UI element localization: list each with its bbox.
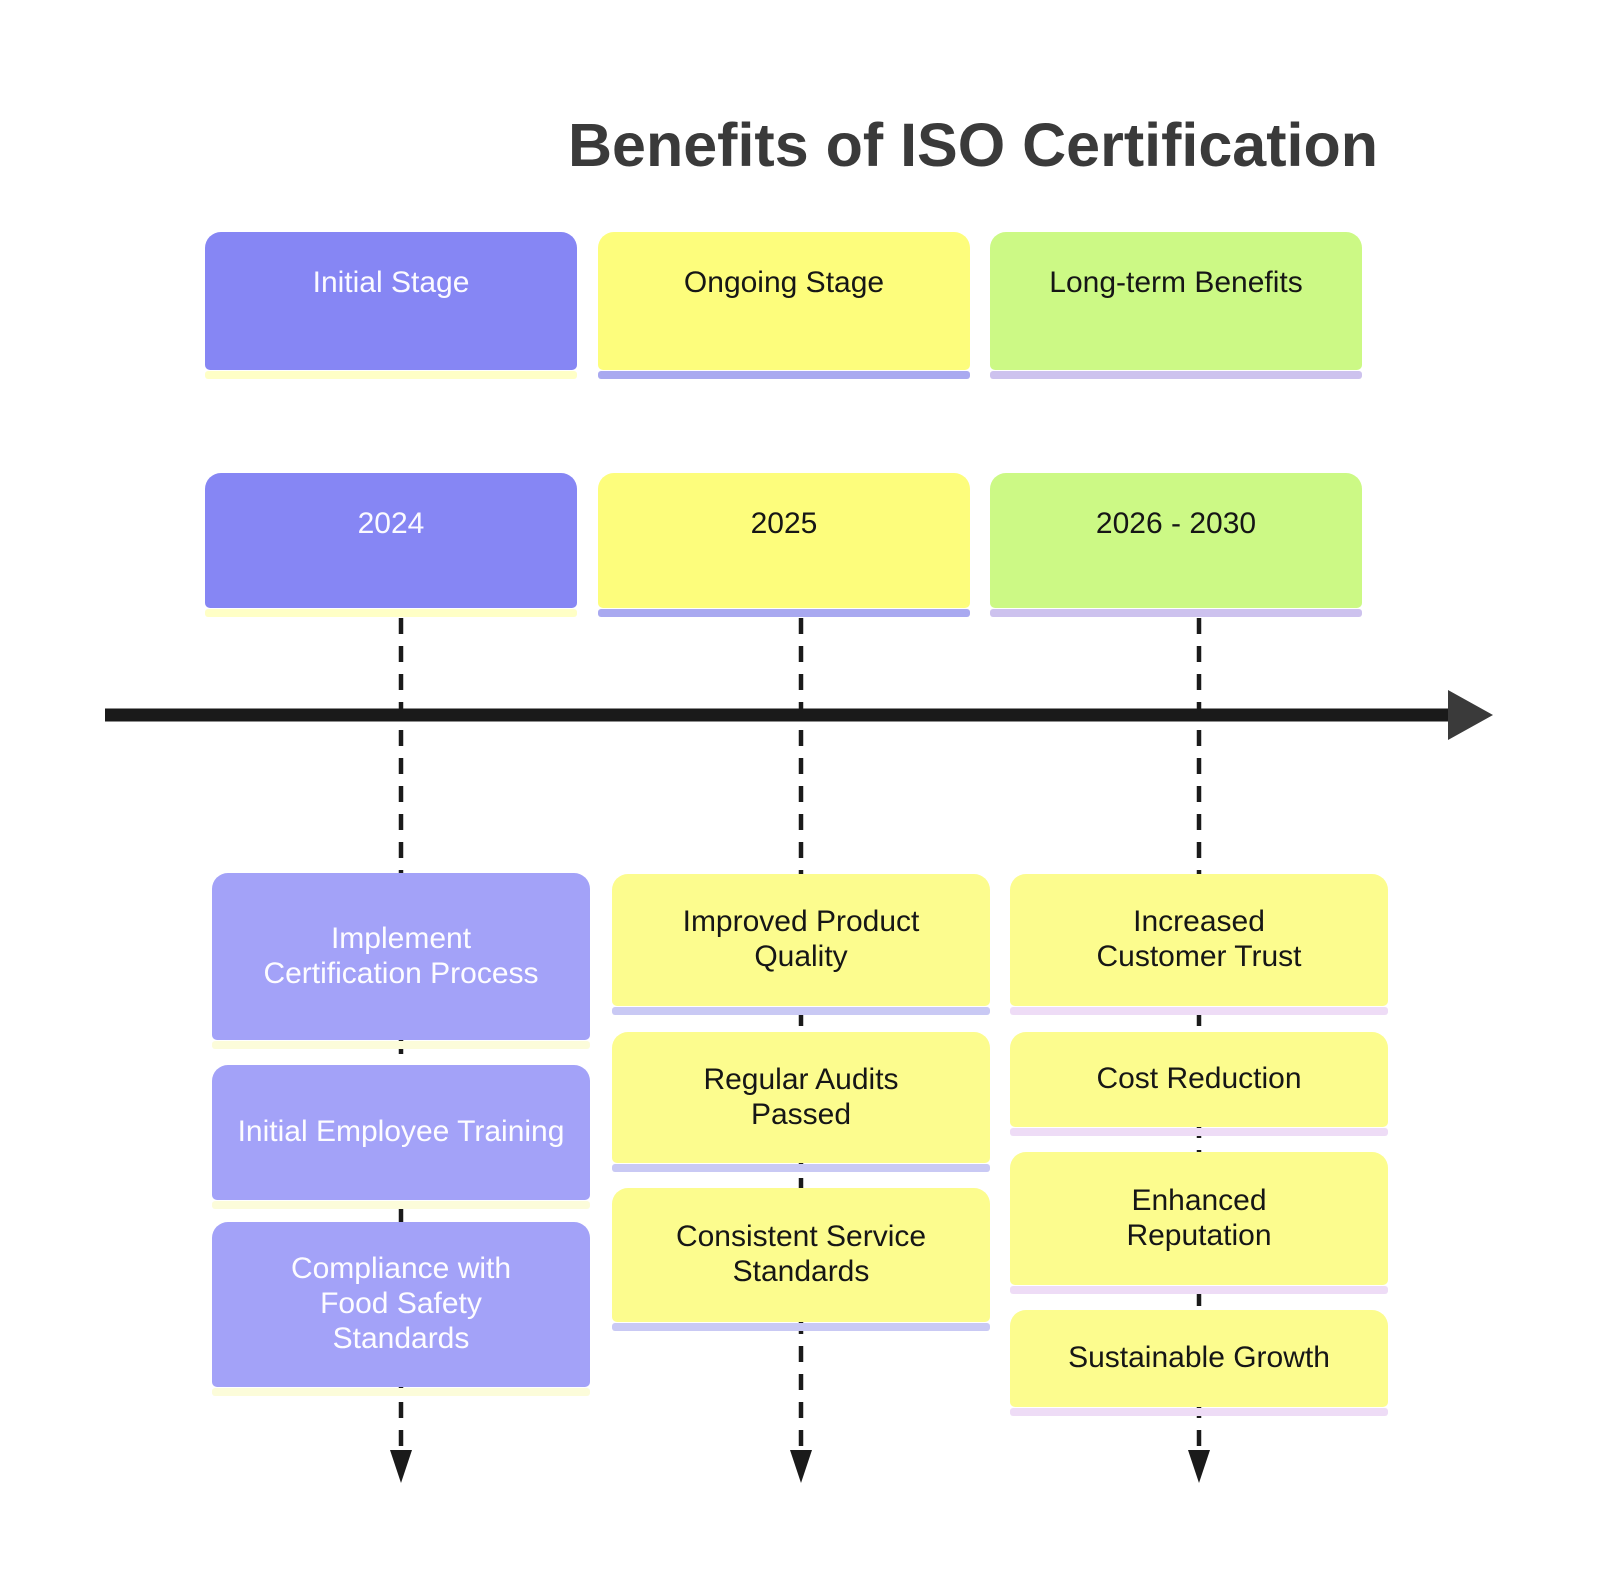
year-label: 2025 (750, 507, 818, 540)
event-label: Implement Certification Process (263, 921, 539, 990)
year-box-2025: 2025 (598, 473, 970, 617)
stage-header-initial: Initial Stage (205, 232, 577, 379)
stage-header-longterm: Long-term Benefits (990, 232, 1362, 379)
event-box: Improved Product Quality (612, 874, 990, 1015)
event-label: Regular Audits Passed (703, 1062, 899, 1131)
event-box: Regular Audits Passed (612, 1032, 990, 1172)
event-label: Increased Customer Trust (1096, 905, 1302, 973)
event-box: Sustainable Growth (1010, 1310, 1388, 1416)
event-label: Sustainable Growth (1068, 1341, 1330, 1375)
event-box: Increased Customer Trust (1010, 874, 1388, 1015)
year-label: 2024 (357, 507, 425, 540)
event-label: Initial Employee Training (237, 1115, 565, 1149)
stage-header-label: Long-term Benefits (1049, 266, 1303, 299)
event-box: Implement Certification Process (212, 873, 590, 1049)
event-label: Enhanced Reputation (1126, 1183, 1272, 1252)
stage-header-ongoing: Ongoing Stage (598, 232, 970, 379)
event-label: Improved Product Quality (682, 905, 920, 973)
event-box: Initial Employee Training (212, 1065, 590, 1209)
event-label: Compliance with Food Safety Standards (290, 1252, 512, 1355)
down-arrow-icon-col1 (390, 1450, 412, 1483)
page-title: Benefits of ISO Certification (567, 111, 1379, 179)
event-label: Consistent Service Standards (675, 1220, 927, 1288)
year-box-2026-2030: 2026 - 2030 (990, 473, 1362, 617)
right-arrow-icon (1448, 690, 1493, 740)
down-arrow-icon-col2 (790, 1450, 812, 1483)
event-box: Cost Reduction (1010, 1032, 1388, 1136)
down-arrow-icon-col3 (1188, 1450, 1210, 1483)
event-box: Consistent Service Standards (612, 1188, 990, 1331)
stage-header-label: Initial Stage (312, 266, 470, 299)
stage-header-label: Ongoing Stage (683, 266, 885, 299)
event-box: Compliance with Food Safety Standards (212, 1222, 590, 1396)
year-label: 2026 - 2030 (1095, 507, 1257, 540)
year-box-2024: 2024 (205, 473, 577, 617)
event-label: Cost Reduction (1096, 1062, 1302, 1096)
event-box: Enhanced Reputation (1010, 1152, 1388, 1294)
